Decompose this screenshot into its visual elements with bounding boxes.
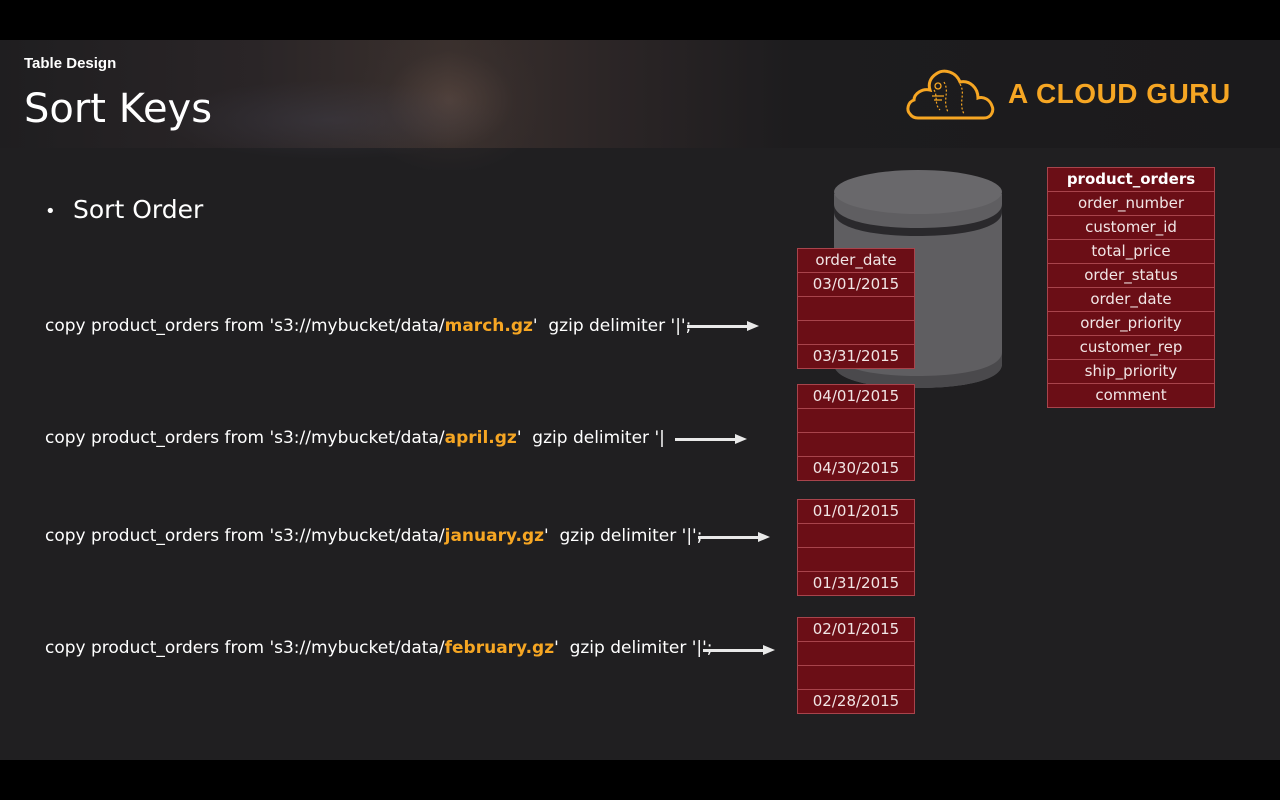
command-file-name: march.gz — [444, 316, 533, 336]
table-name: product_orders — [1066, 170, 1196, 188]
block-empty-row — [798, 408, 914, 432]
table-column: order_status — [1048, 263, 1214, 287]
section-label: Table Design — [24, 55, 117, 72]
command-prefix: copy product_orders from 's3://mybucket/… — [45, 638, 445, 658]
arrow-right-icon — [687, 319, 759, 333]
block-start-date: 03/01/2015 — [798, 272, 914, 296]
table-column: order_priority — [1048, 311, 1214, 335]
copy-command-march: copy product_orders from 's3://mybucket/… — [45, 316, 691, 336]
command-file-name: april.gz — [444, 428, 517, 448]
block-empty-row — [798, 523, 914, 547]
logo-text: A CLOUD GURU — [1008, 78, 1231, 109]
arrow-right-icon — [675, 432, 747, 446]
block-empty-row — [798, 320, 914, 344]
table-column: total_price — [1048, 239, 1214, 263]
table-column: order_number — [1048, 191, 1214, 215]
storage-block-february: 02/01/2015 02/28/2015 — [797, 617, 915, 714]
block-end-date: 04/30/2015 — [798, 456, 914, 480]
table-column: customer_rep — [1048, 335, 1214, 359]
block-empty-row — [798, 547, 914, 571]
cloud-logo-icon — [906, 69, 995, 120]
block-start-date: 01/01/2015 — [812, 502, 900, 520]
table-schema: product_orders order_number customer_id … — [1047, 167, 1215, 408]
block-start-date: 04/01/2015 — [812, 387, 900, 405]
brand-logo: A CLOUD GURU — [904, 66, 1231, 122]
command-prefix: copy product_orders from 's3://mybucket/… — [45, 428, 445, 448]
table-column: order_date — [1048, 287, 1214, 311]
block-end-date: 03/31/2015 — [798, 344, 914, 368]
command-file-name: february.gz — [444, 638, 555, 658]
copy-command-january: copy product_orders from 's3://mybucket/… — [45, 526, 702, 546]
page-title: Sort Keys — [24, 86, 213, 132]
table-column: comment — [1048, 383, 1214, 407]
storage-block-april: 04/01/2015 04/30/2015 — [797, 384, 915, 481]
copy-command-february: copy product_orders from 's3://mybucket/… — [45, 638, 713, 658]
block-empty-row — [798, 432, 914, 456]
bullet-item: • Sort Order — [45, 195, 203, 224]
command-suffix: ' gzip delimiter '| — [516, 428, 665, 448]
bullet-text: Sort Order — [73, 195, 204, 224]
block-start-date: 02/01/2015 — [812, 620, 900, 638]
block-end-date: 02/28/2015 — [798, 689, 914, 713]
command-suffix: ' gzip delimiter '|'; — [554, 638, 713, 658]
arrow-right-icon — [703, 643, 775, 657]
block-empty-row — [798, 296, 914, 320]
block-column-header: order_date — [815, 251, 897, 269]
block-empty-row — [798, 665, 914, 689]
slide-header: Table Design Sort Keys A CLOUD GURU — [0, 40, 1280, 170]
table-column: ship_priority — [1048, 359, 1214, 383]
bullet-dot: • — [45, 200, 56, 222]
slide: Table Design Sort Keys A CLOUD GURU • Sor… — [0, 40, 1280, 760]
command-prefix: copy product_orders from 's3://mybucket/… — [45, 316, 445, 336]
command-file-name: january.gz — [444, 526, 545, 546]
arrow-right-icon — [698, 530, 770, 544]
copy-command-april: copy product_orders from 's3://mybucket/… — [45, 428, 665, 448]
command-suffix: ' gzip delimiter '|'; — [532, 316, 692, 336]
storage-block-january: 01/01/2015 01/31/2015 — [797, 499, 915, 596]
command-prefix: copy product_orders from 's3://mybucket/… — [45, 526, 445, 546]
storage-block-march: order_date 03/01/2015 03/31/2015 — [797, 248, 915, 369]
presenter-video-overlay — [360, 40, 540, 170]
table-column: customer_id — [1048, 215, 1214, 239]
command-suffix: ' gzip delimiter '|'; — [544, 526, 703, 546]
presenter-video-overlay-shadow — [160, 80, 500, 160]
block-end-date: 01/31/2015 — [798, 571, 914, 595]
block-empty-row — [798, 641, 914, 665]
